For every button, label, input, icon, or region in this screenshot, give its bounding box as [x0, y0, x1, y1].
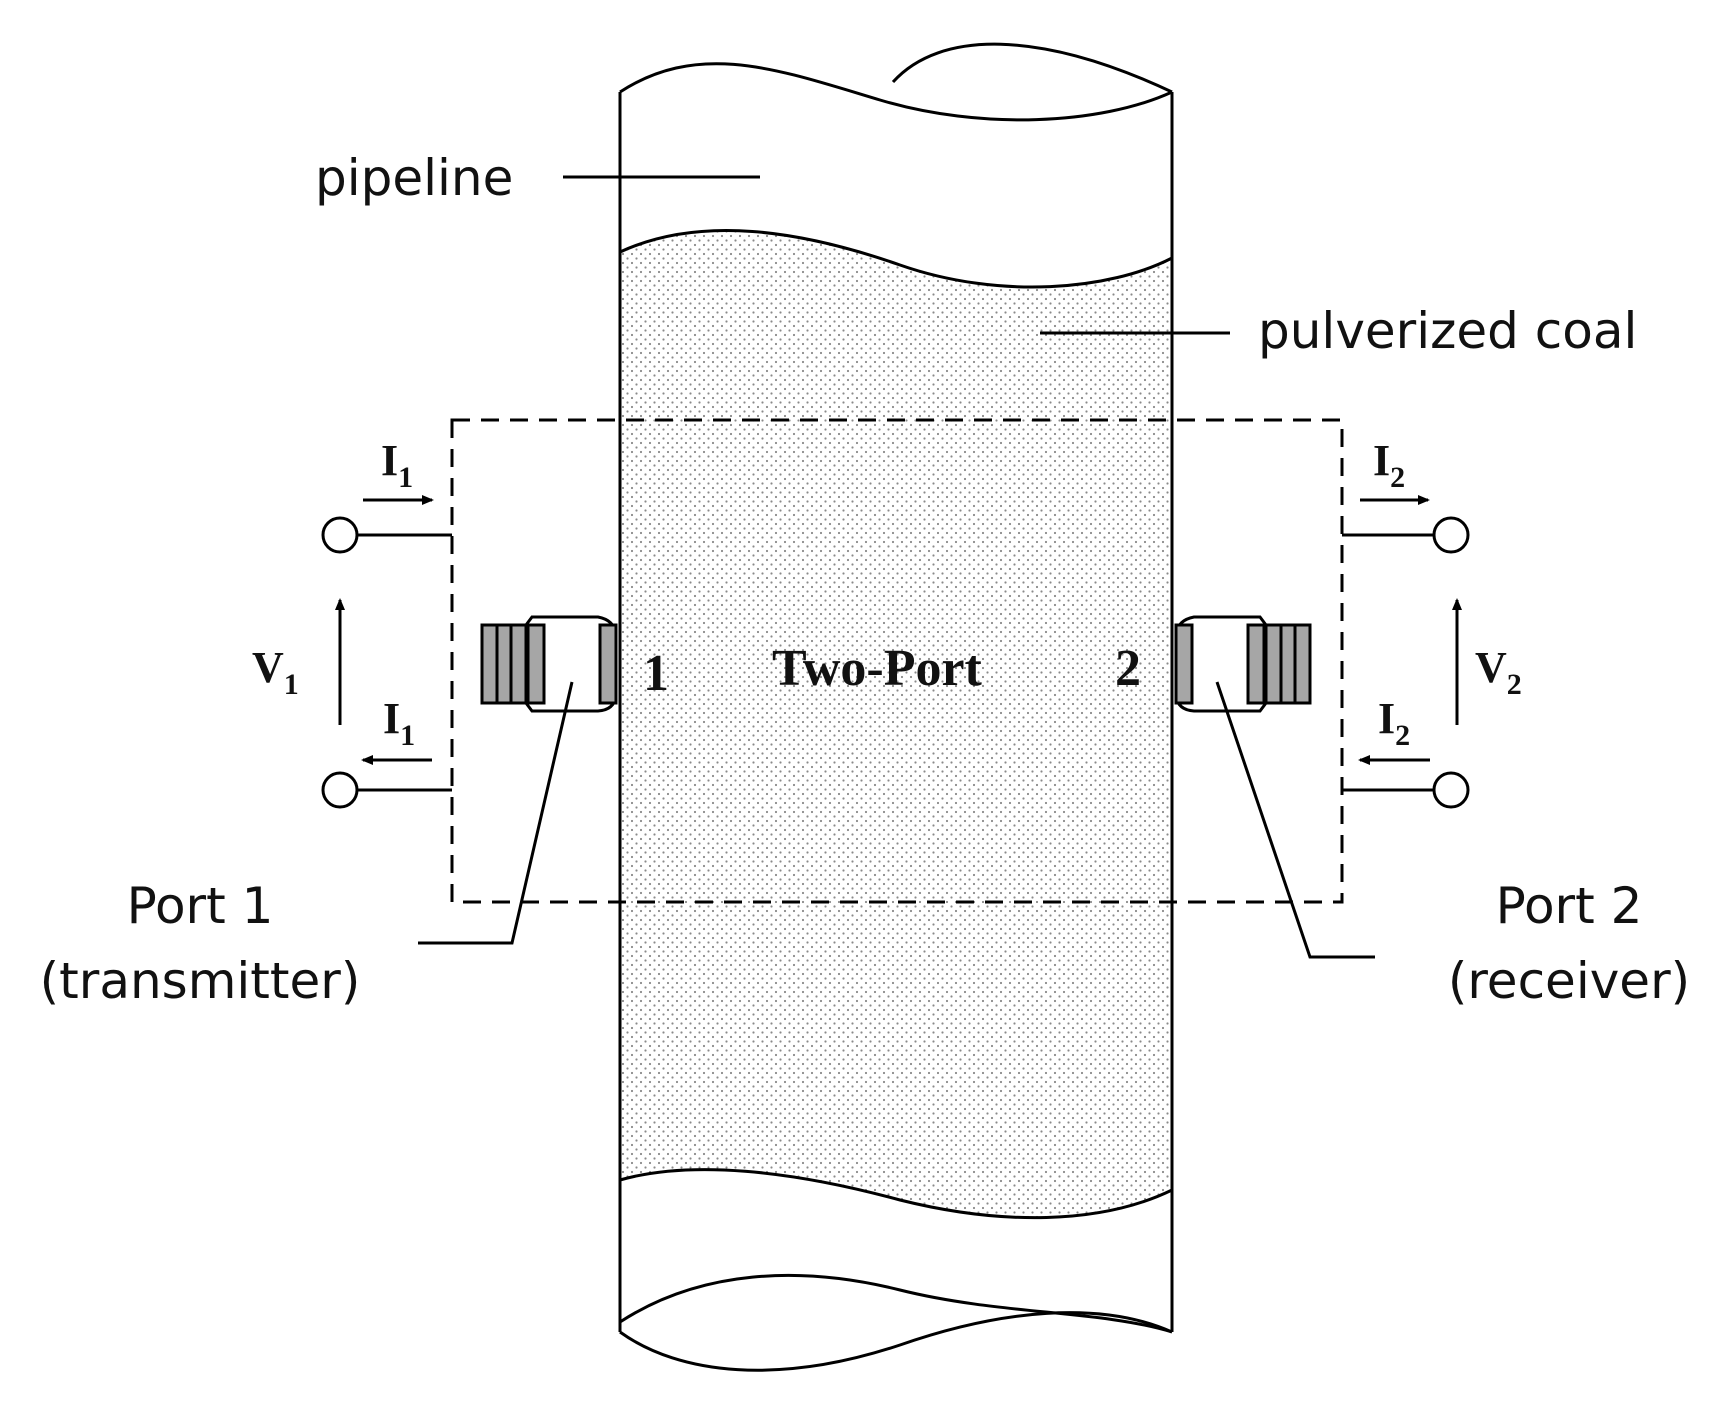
coal-fill — [620, 230, 1172, 1218]
pipe-walls — [618, 92, 1174, 1332]
label-port2-title: Port 2 — [1496, 877, 1643, 935]
sensor-1 — [480, 615, 618, 713]
port-number-1: 1 — [643, 645, 669, 702]
label-v1: V1 — [252, 643, 299, 701]
circuit-arrows — [335, 495, 1462, 765]
sensor-2 — [1174, 615, 1312, 713]
label-i1-top: I1 — [381, 436, 413, 494]
label-pulverized-coal: pulverized coal — [1258, 302, 1637, 360]
label-i2-bottom: I2 — [1378, 694, 1410, 752]
pipeline-bottom — [619, 1273, 1173, 1372]
label-i2-top: I2 — [1373, 436, 1405, 494]
coal-boundaries — [619, 229, 1173, 1220]
port-1-terminals — [321, 516, 452, 809]
label-pipeline: pipeline — [315, 149, 513, 207]
port-2-terminals — [1342, 516, 1470, 809]
label-port1-role: (transmitter) — [40, 952, 361, 1010]
label-i1-bottom: I1 — [383, 694, 415, 752]
port-number-2: 2 — [1115, 640, 1141, 697]
label-v2: V2 — [1475, 643, 1522, 701]
two-port-boundary — [450, 418, 1344, 904]
two-port-title: Two-Port — [772, 640, 983, 697]
leader-lines — [418, 175, 1375, 959]
label-port1-title: Port 1 — [127, 877, 274, 935]
label-port2-role: (receiver) — [1448, 952, 1690, 1010]
